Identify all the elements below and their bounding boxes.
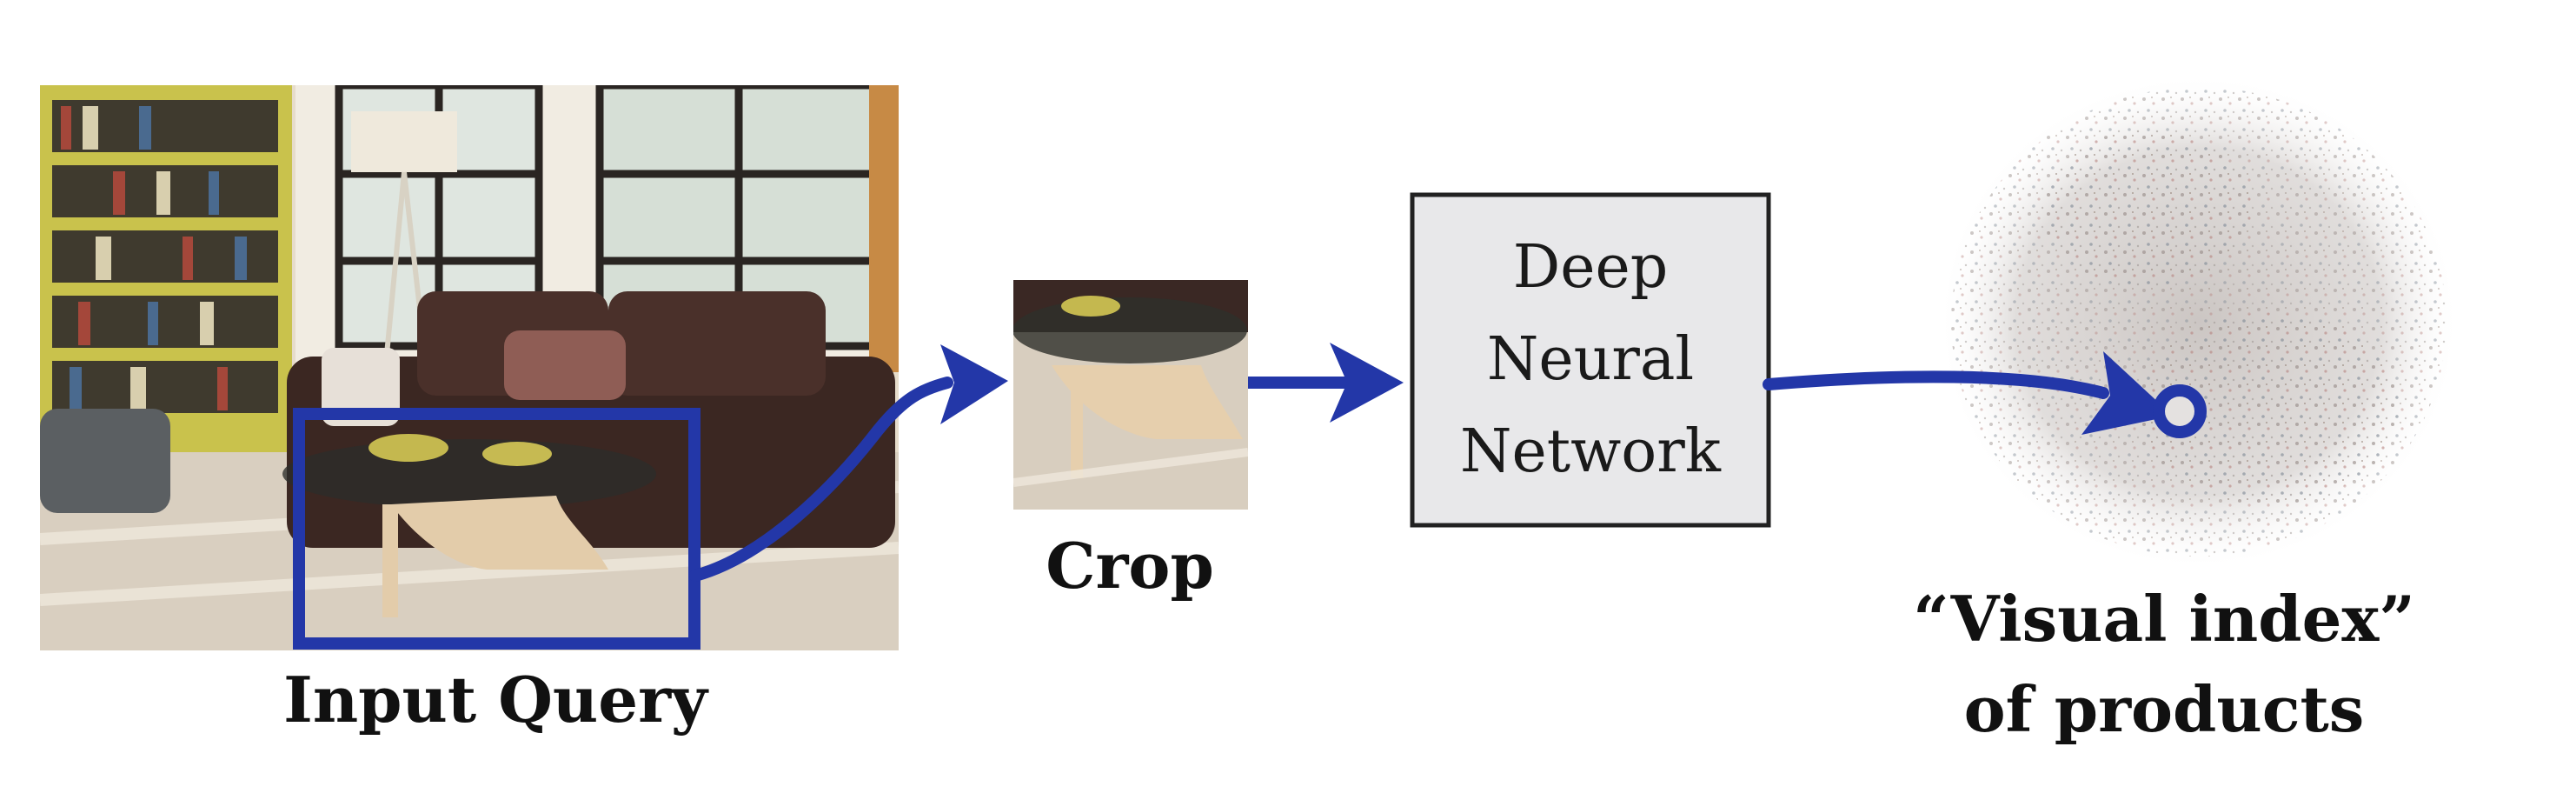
visual-index-label: “Visual index” of products [1895,574,2433,755]
query-selection-box[interactable] [293,408,700,650]
arrowhead-index [2081,351,2173,435]
arrow-network-to-index [1763,370,2109,399]
visual-index-label-line1: “Visual index” [1913,582,2415,656]
input-query-label: Input Query [283,663,707,737]
network-label-line2: Neural [1486,325,1695,394]
network-label-line3: Network [1460,417,1721,486]
network-box [1410,192,1771,528]
network-label: Deep Neural Network [1412,195,1769,525]
crop-label: Crop [1046,529,1214,603]
arrow-query-to-crop [689,377,953,582]
visual-index-label-line2: of products [1963,672,2365,746]
crop-image [1013,280,1248,510]
visual-index-cloud [1938,74,2460,570]
input-query-image [40,85,899,650]
arrowhead-crop [940,344,1008,424]
arrowhead-network [1330,343,1404,423]
network-label-line1: Deep [1512,233,1669,302]
query-point-marker [2153,384,2207,438]
